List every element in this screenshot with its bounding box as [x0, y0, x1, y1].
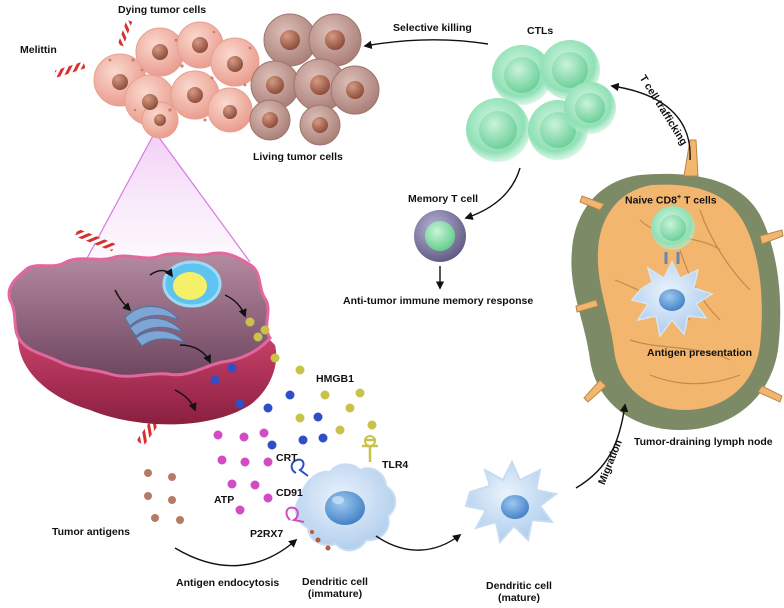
magnifier-cone	[85, 132, 250, 262]
atp-molecules	[213, 428, 273, 515]
ctl-cluster	[466, 40, 616, 162]
melittin-peptide-icon	[117, 19, 133, 47]
label-ctls: CTLs	[527, 25, 554, 37]
label-tumor-draining-lymph-node: Tumor-draining lymph node	[634, 436, 773, 448]
lymph-node-icon	[571, 139, 784, 430]
dendritic-cell-immature-icon	[294, 463, 397, 552]
label-dendritic-cell-mature: Dendritic cell(mature)	[486, 580, 552, 604]
label-dying-tumor-cells: Dying tumor cells	[118, 4, 207, 16]
melittin-peptide-icon	[54, 61, 86, 78]
living-tumor-cells-cluster	[249, 13, 380, 146]
crt-molecules	[210, 363, 328, 450]
label-antigen-endocytosis: Antigen endocytosis	[176, 577, 280, 589]
label-atp: ATP	[214, 494, 235, 506]
label-selective-killing: Selective killing	[393, 22, 472, 34]
melittin-peptide-icon	[74, 228, 116, 252]
label-living-tumor-cells: Living tumor cells	[253, 151, 343, 163]
magnifier-edge-right	[154, 131, 251, 263]
label-antigen-presentation: Antigen presentation	[647, 347, 753, 359]
label-tumor-antigens: Tumor antigens	[52, 526, 130, 538]
label-tlr4: TLR4	[382, 459, 409, 471]
label-p2rx7: P2RX7	[250, 528, 284, 540]
flow-arrows	[174, 39, 691, 567]
p2rx7-receptor-icon	[285, 506, 305, 523]
tlr4-receptor-icon	[362, 435, 378, 462]
label-dendritic-cell-immature: Dendritic cell(immature)	[302, 576, 368, 600]
label-cd91: CD91	[276, 487, 303, 499]
tumor-antigen-molecules	[144, 469, 184, 524]
memory-t-cell-icon	[414, 210, 466, 262]
crt-receptor-icon	[290, 458, 309, 477]
label-crt: CRT	[276, 452, 298, 464]
label-hmgb1: HMGB1	[316, 373, 354, 385]
hmgb1-molecules	[245, 317, 377, 435]
label-naive-cd8-t-cells: Naive CD8+ T cells	[625, 194, 717, 207]
dying-tumor-cells-cluster	[93, 21, 260, 139]
tumor-cell-cross-section	[7, 251, 277, 425]
dendritic-cell-mature-icon	[464, 459, 559, 545]
label-memory-t-cell: Memory T cell	[408, 193, 479, 205]
label-melittin: Melittin	[20, 44, 57, 56]
label-anti-tumor-memory: Anti-tumor immune memory response	[343, 295, 534, 307]
